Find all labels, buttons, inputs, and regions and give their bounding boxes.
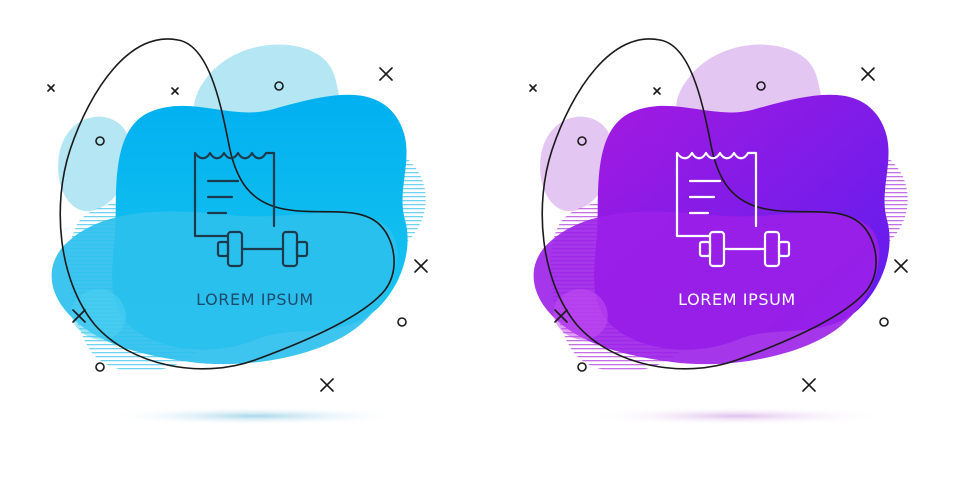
cross-icon: [379, 67, 393, 81]
outline-loop: [59, 38, 395, 370]
cross-icon: [653, 87, 661, 95]
receipt-icon: [675, 151, 758, 238]
ground-shadow: [587, 407, 887, 425]
circle-icon: [756, 81, 766, 91]
cross-icon: [171, 87, 179, 95]
panel-purple: [529, 38, 908, 425]
cross-icon: [554, 309, 568, 323]
dumbbell-icon: [698, 230, 791, 268]
receipt-dumbbell-icon: [193, 151, 309, 268]
decorations-right: [529, 67, 908, 392]
panel-blue: [47, 38, 428, 425]
circle-icon: [95, 136, 105, 146]
back-blob-left: [540, 116, 613, 212]
circle-icon: [397, 317, 407, 327]
lower-blob: [533, 211, 880, 365]
cross-icon: [861, 67, 875, 81]
lower-blob-highlight: [71, 289, 126, 340]
cross-icon: [47, 84, 55, 92]
back-blob-left: [58, 116, 131, 212]
cross-icon: [320, 378, 334, 392]
ground-shadow: [105, 407, 405, 425]
panel-label-purple: LOREM IPSUM: [678, 290, 796, 309]
receipt-icon: [193, 151, 276, 238]
lower-blob-highlight: [553, 289, 608, 340]
decorations-left: [47, 67, 428, 392]
receipt-dumbbell-icon: [675, 151, 791, 268]
circle-icon: [577, 362, 587, 372]
cross-icon: [894, 259, 908, 273]
cross-icon: [529, 84, 537, 92]
lower-blob: [51, 211, 398, 365]
panel-label-blue: LOREM IPSUM: [196, 290, 314, 309]
cross-icon: [72, 309, 86, 323]
cross-icon: [414, 259, 428, 273]
dumbbell-icon: [216, 230, 309, 268]
cross-icon: [802, 378, 816, 392]
circle-icon: [274, 81, 284, 91]
circle-icon: [879, 317, 889, 327]
circle-icon: [577, 136, 587, 146]
circle-icon: [95, 362, 105, 372]
outline-loop: [541, 38, 877, 370]
